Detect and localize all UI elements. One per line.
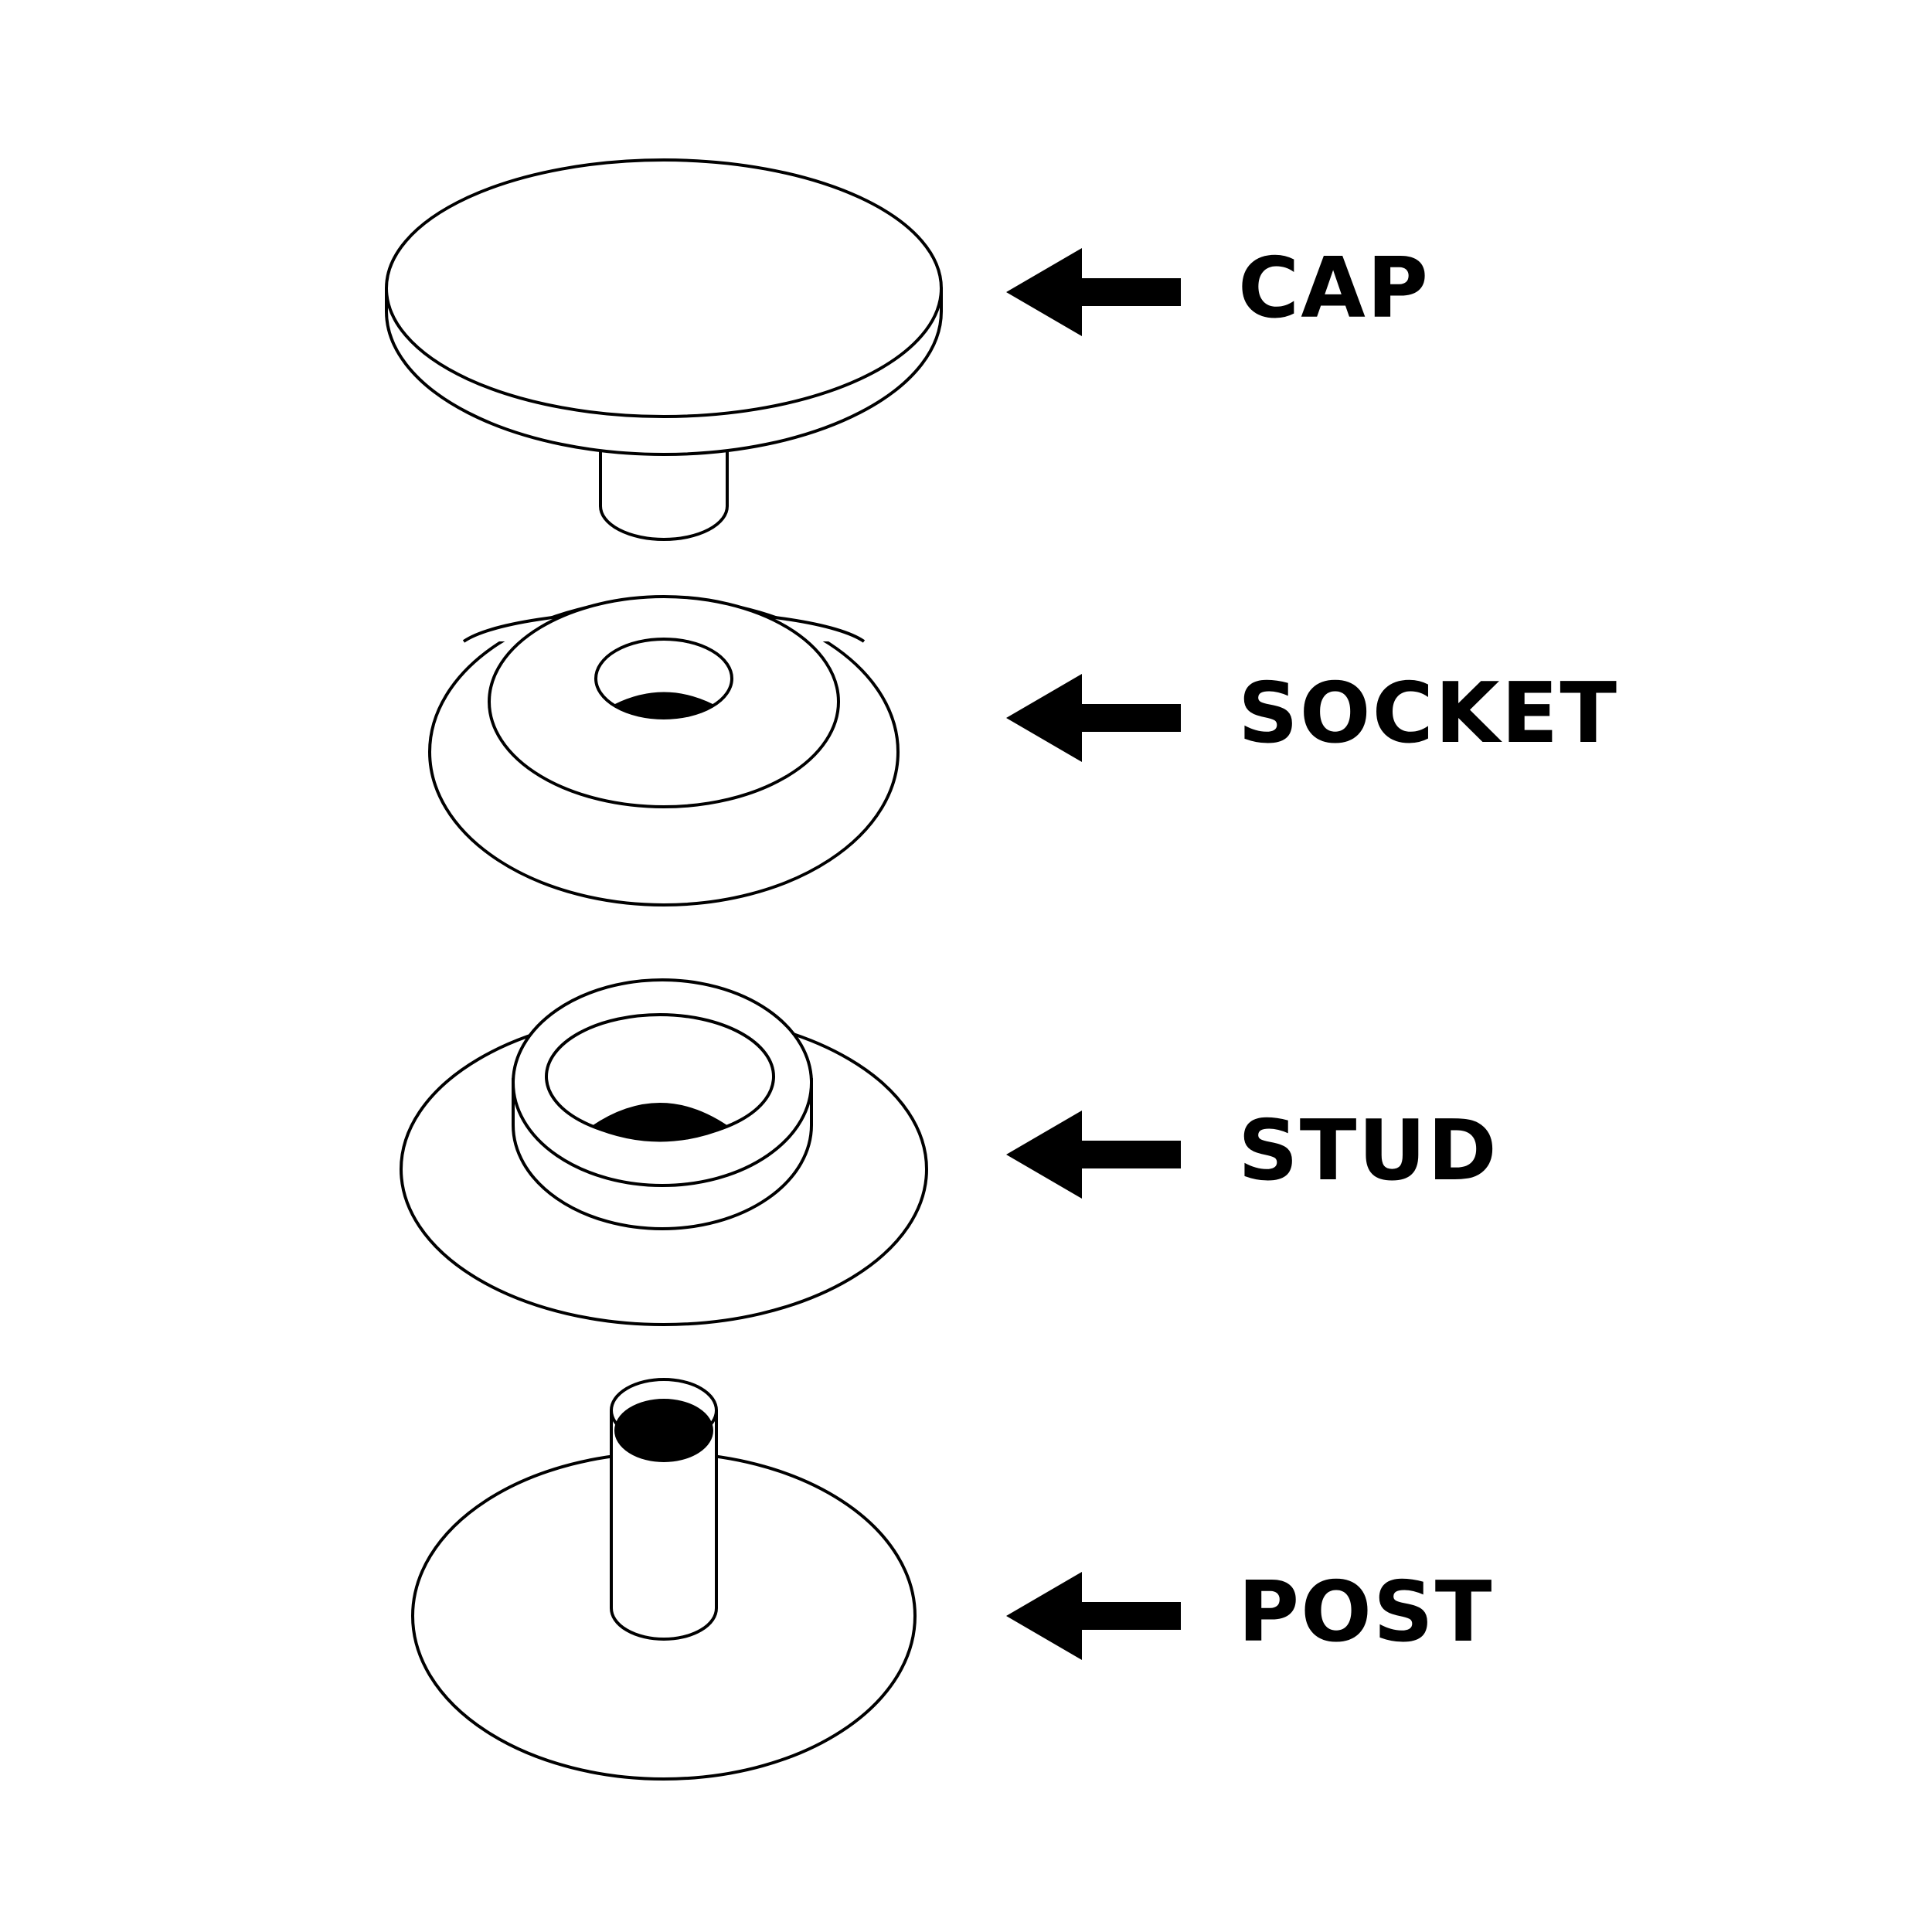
socket-hole xyxy=(613,692,715,718)
cap-top xyxy=(385,158,943,418)
cap-illustration xyxy=(385,158,943,541)
post-tube xyxy=(610,1409,718,1641)
stud-hole xyxy=(590,1103,730,1142)
socket-label: SOCKET xyxy=(1238,665,1618,762)
cap-arrow xyxy=(1006,248,1181,336)
stud-illustration xyxy=(400,978,928,1326)
socket-arrow xyxy=(1006,674,1181,762)
cap-stem xyxy=(599,447,729,541)
post-arrow xyxy=(1006,1572,1181,1660)
post-illustration xyxy=(411,1378,917,1781)
cap-label: CAP xyxy=(1238,240,1430,337)
stud-arrow xyxy=(1006,1111,1181,1199)
post-label: POST xyxy=(1238,1564,1493,1661)
stud-label: STUD xyxy=(1238,1103,1498,1199)
post-hole xyxy=(614,1399,713,1462)
socket-illustration xyxy=(428,595,900,906)
